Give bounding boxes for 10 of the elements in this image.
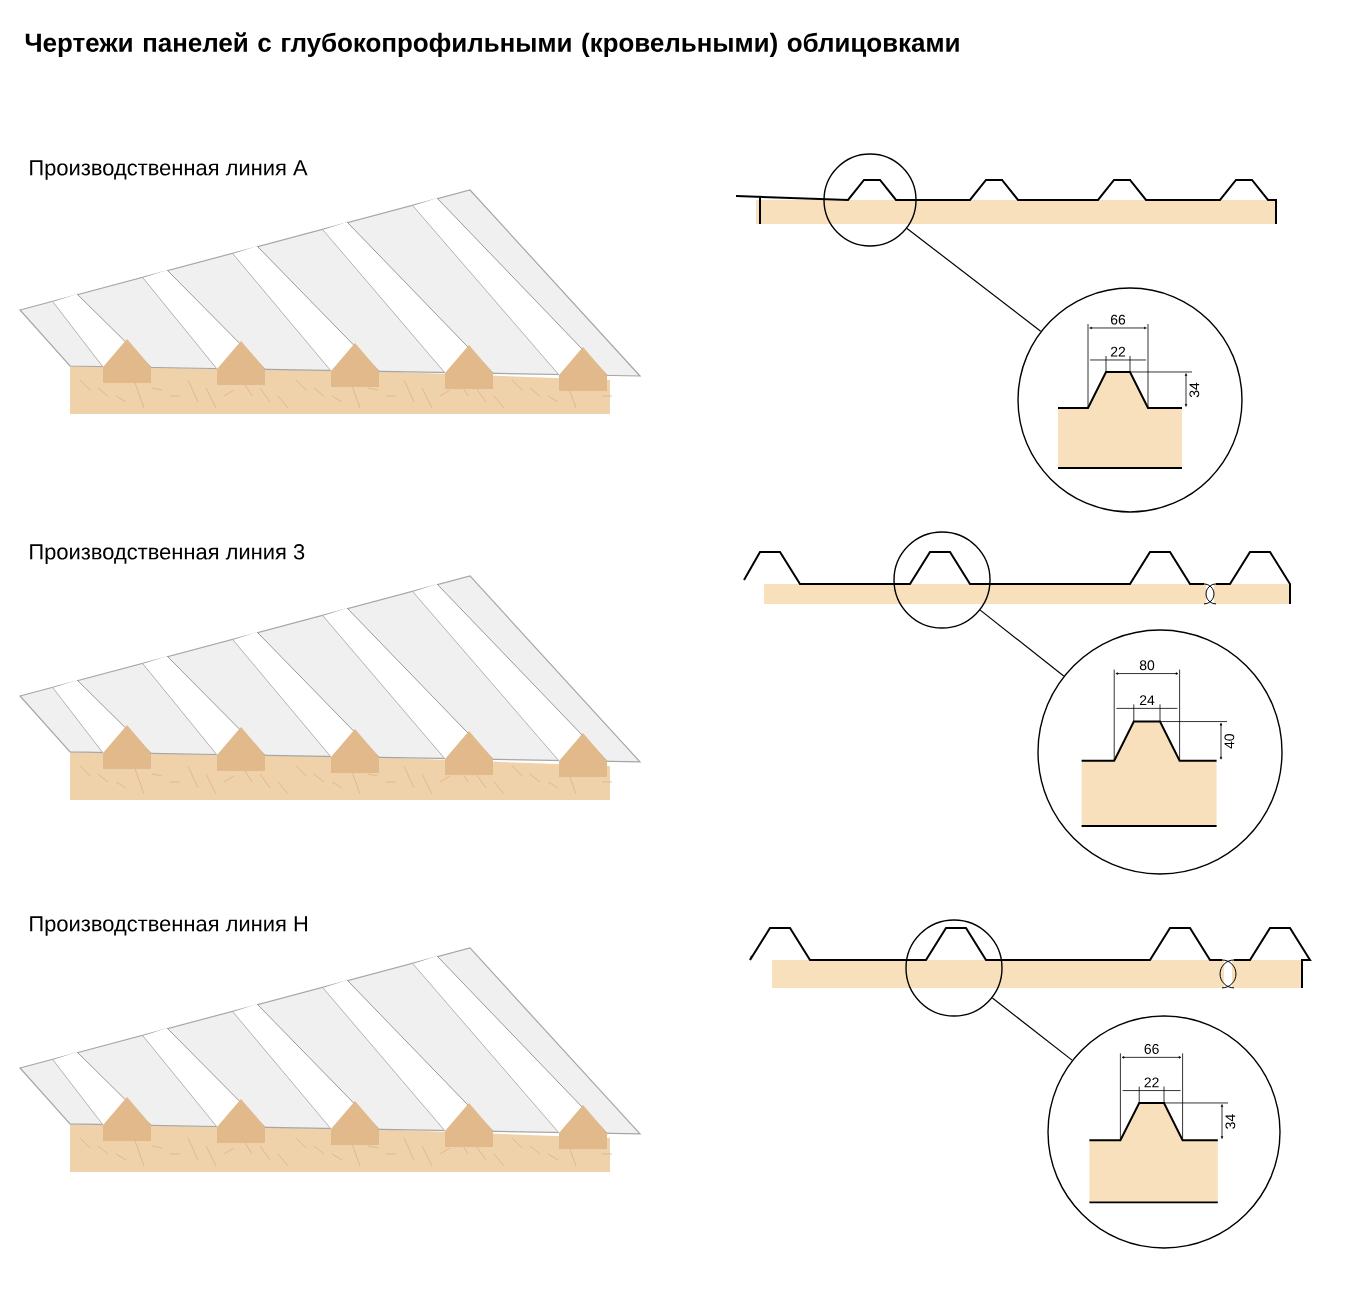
magnifier-circle	[823, 153, 917, 247]
title: Чертежи панелей с глубокопрофильными (кровельными) облицовками	[25, 32, 959, 58]
section-heading: Производственная линия 3	[30, 544, 305, 564]
magnifier-circle	[893, 531, 991, 629]
leader-line	[979, 609, 1065, 677]
section-heading: Производственная линия H	[30, 916, 307, 936]
leader-line	[906, 227, 1042, 332]
magnifier-circle	[905, 919, 1003, 1017]
leader-line	[991, 997, 1073, 1061]
section-heading: Производственная линия A	[30, 160, 308, 180]
